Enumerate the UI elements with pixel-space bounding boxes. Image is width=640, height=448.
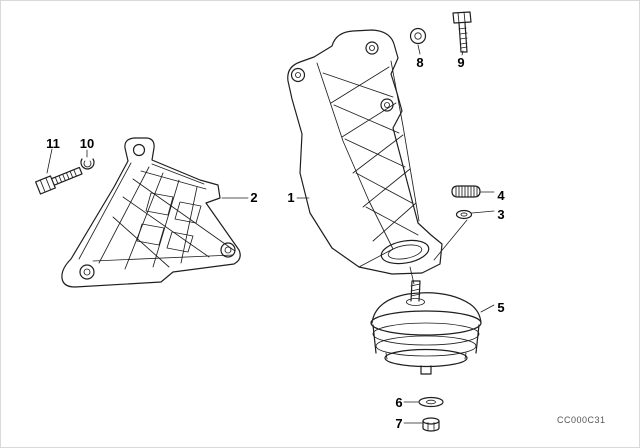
callout-label-1: 1	[287, 190, 295, 205]
callout-label-6: 6	[395, 395, 403, 410]
callout-label-4: 4	[497, 188, 505, 203]
callout-label-5: 5	[497, 300, 505, 315]
nut-part-7	[422, 417, 440, 432]
callout-label-3: 3	[497, 207, 505, 222]
callout-label-10: 10	[79, 136, 95, 151]
lock-washer-part-10	[80, 158, 95, 170]
bolt-part-9	[452, 11, 472, 53]
engine-mount-part-5	[370, 280, 482, 375]
bracket-right-part-1	[287, 29, 443, 275]
callout-label-9: 9	[457, 55, 465, 70]
nut-part-4	[451, 185, 481, 198]
washer-part-8	[409, 27, 427, 45]
callout-label-11: 11	[46, 136, 60, 151]
leader-lines	[46, 44, 495, 424]
callout-label-7: 7	[395, 416, 403, 431]
callout-label-8: 8	[416, 55, 424, 70]
callout-label-2: 2	[250, 190, 258, 205]
bolt-part-11	[35, 166, 83, 195]
washer-part-3	[455, 209, 473, 220]
bracket-left-part-2	[61, 137, 241, 288]
diagram-code: CC000C31	[557, 415, 606, 425]
washer-part-6	[418, 396, 444, 408]
